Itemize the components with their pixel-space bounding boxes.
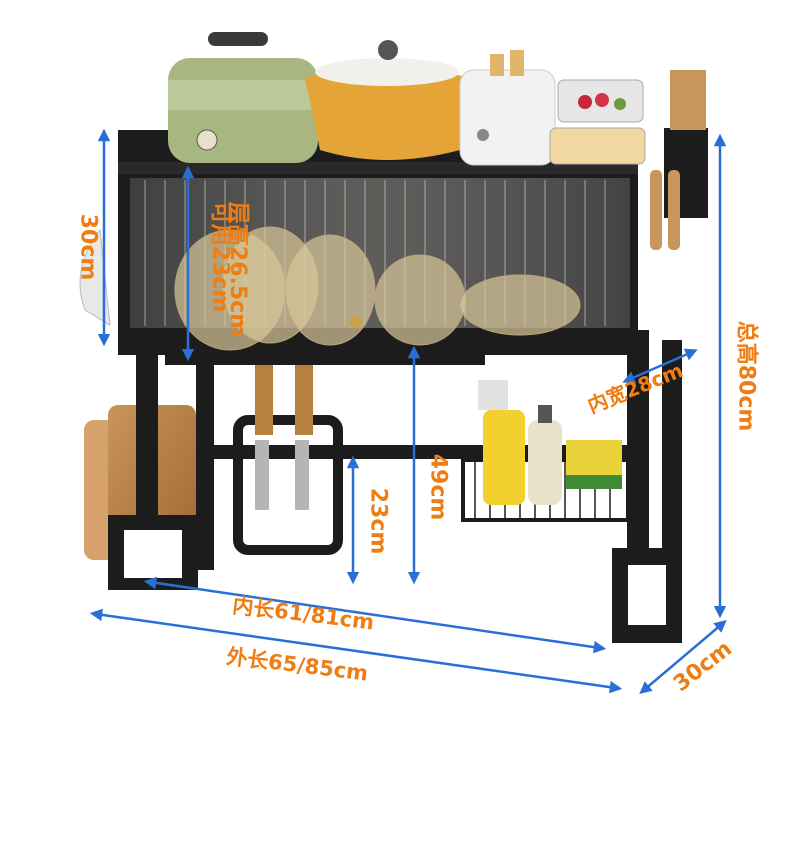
orange-pot: [305, 40, 470, 160]
total-height-label: 总高80cm: [733, 320, 759, 432]
utensil-holder: [650, 70, 708, 250]
left-height-label: 30cm: [75, 213, 101, 281]
green-pot: [168, 32, 318, 163]
food-containers: [549, 79, 646, 165]
knife-holder: [233, 365, 343, 555]
upper-cabinet: [118, 130, 638, 355]
usable-height-label: 可用23cm: [207, 201, 233, 313]
dimension-lines: [89, 128, 727, 695]
toaster: [459, 50, 556, 166]
lower-23-label: 23cm: [365, 487, 391, 555]
hanging-basket: [461, 380, 630, 522]
lower-49-label: 49cm: [425, 453, 451, 521]
